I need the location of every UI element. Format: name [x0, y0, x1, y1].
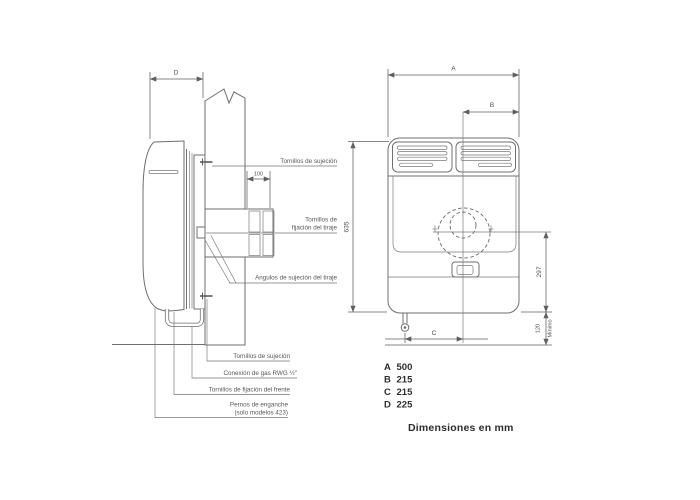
wall-section	[204, 88, 246, 346]
table-value-c: 215	[397, 387, 414, 398]
callout-tornillos-sujecion-top: Tornillos de sujeción	[212, 158, 337, 167]
table-row: B 215	[384, 375, 413, 386]
flue-tick-right	[488, 225, 494, 233]
dimension-c: C	[385, 330, 488, 343]
dim-100-label: 100	[254, 172, 263, 178]
label-pernos-enganche-1: Pernos de enganche	[230, 402, 289, 409]
front-inner-panel	[392, 176, 517, 253]
callout-pernos-enganche: Pernos de enganche (solo modelos 423)	[154, 308, 289, 418]
units-note: Dimensiones en mm	[408, 422, 514, 434]
dim-a-label: A	[451, 66, 456, 73]
dimension-table: A 500 B 215 C 215 D 225	[384, 362, 413, 411]
table-key-a: A	[384, 362, 391, 373]
fixing-screw-bottom	[200, 292, 213, 300]
table-row: A 500	[384, 362, 412, 373]
dimension-100: 100	[246, 171, 271, 208]
dim-635-label: 635	[344, 221, 351, 232]
dimension-b: B	[462, 102, 520, 115]
callout-conexion-gas: Conexión de gas RWG ½"	[191, 326, 297, 379]
label-conexion-gas: Conexión de gas RWG ½"	[223, 369, 297, 377]
dim-c-label: C	[432, 330, 437, 337]
flue-terminal-grilles	[248, 210, 275, 256]
label-angulos-sujecion-tiraje: Angulos de sujeción del tiraje	[255, 275, 337, 282]
draught-bracket	[196, 226, 206, 239]
label-tornillos-sujecion-bottom: Tornillos de sujeción	[233, 353, 290, 360]
label-tornillos-fijacion-tiraje-1: Tornillos de	[305, 217, 337, 224]
dim-d-label: D	[174, 70, 179, 77]
table-row: C 215	[384, 387, 413, 398]
gas-connection-front	[400, 313, 410, 332]
control-window	[451, 261, 480, 278]
front-view: A B 635 297 120 Mínimo	[344, 66, 554, 346]
table-key-b: B	[384, 375, 391, 386]
grille-slats-left	[397, 145, 448, 167]
flue-tick-left	[432, 225, 438, 233]
dimension-120-minimo: 120 Mínimo	[385, 311, 554, 346]
fixing-screw-top	[200, 158, 213, 166]
dim-minimo-label: Mínimo	[548, 319, 554, 337]
callout-angulos-sujecion-tiraje: Angulos de sujeción del tiraje	[204, 235, 337, 284]
table-key-d: D	[384, 400, 391, 411]
label-tornillos-fijacion-frente: Tornillos de fijación del frente	[209, 387, 291, 394]
air-outlet-slit	[148, 170, 179, 174]
heater-front-casing	[387, 137, 520, 314]
side-view: D 100 Tornillos de sujeción Tornillos de…	[112, 70, 337, 418]
table-row: D 225	[384, 400, 413, 411]
dimension-d: D	[149, 70, 204, 139]
callout-tornillos-sujecion-bottom: Tornillos de sujeción	[206, 299, 290, 362]
callout-tornillos-fijacion-frente: Tornillos de fijación del frente	[173, 312, 291, 395]
heater-side-body	[142, 140, 185, 312]
label-tornillos-fijacion-tiraje-2: fijación del tiraje	[292, 225, 338, 232]
dimension-297: 297	[521, 231, 552, 313]
gas-pipe-side	[164, 309, 205, 327]
dimension-635: 635	[344, 141, 389, 313]
grille-slats-right	[460, 145, 512, 167]
label-tornillos-sujecion-top: Tornillos de sujeción	[280, 158, 337, 165]
table-value-b: 215	[397, 375, 414, 386]
callout-tornillos-fijacion-tiraje: Tornillos de fijación del tiraje	[206, 217, 337, 234]
dim-b-label: B	[490, 102, 495, 109]
dim-120-label: 120	[536, 324, 542, 333]
label-pernos-enganche-2: (solo modelos 423)	[234, 410, 288, 417]
dim-297-label: 297	[536, 266, 543, 277]
table-value-d: 225	[397, 400, 414, 411]
dimension-a: A	[387, 66, 520, 137]
table-value-a: 500	[397, 362, 413, 373]
top-grille	[392, 141, 516, 173]
table-key-c: C	[384, 387, 391, 398]
